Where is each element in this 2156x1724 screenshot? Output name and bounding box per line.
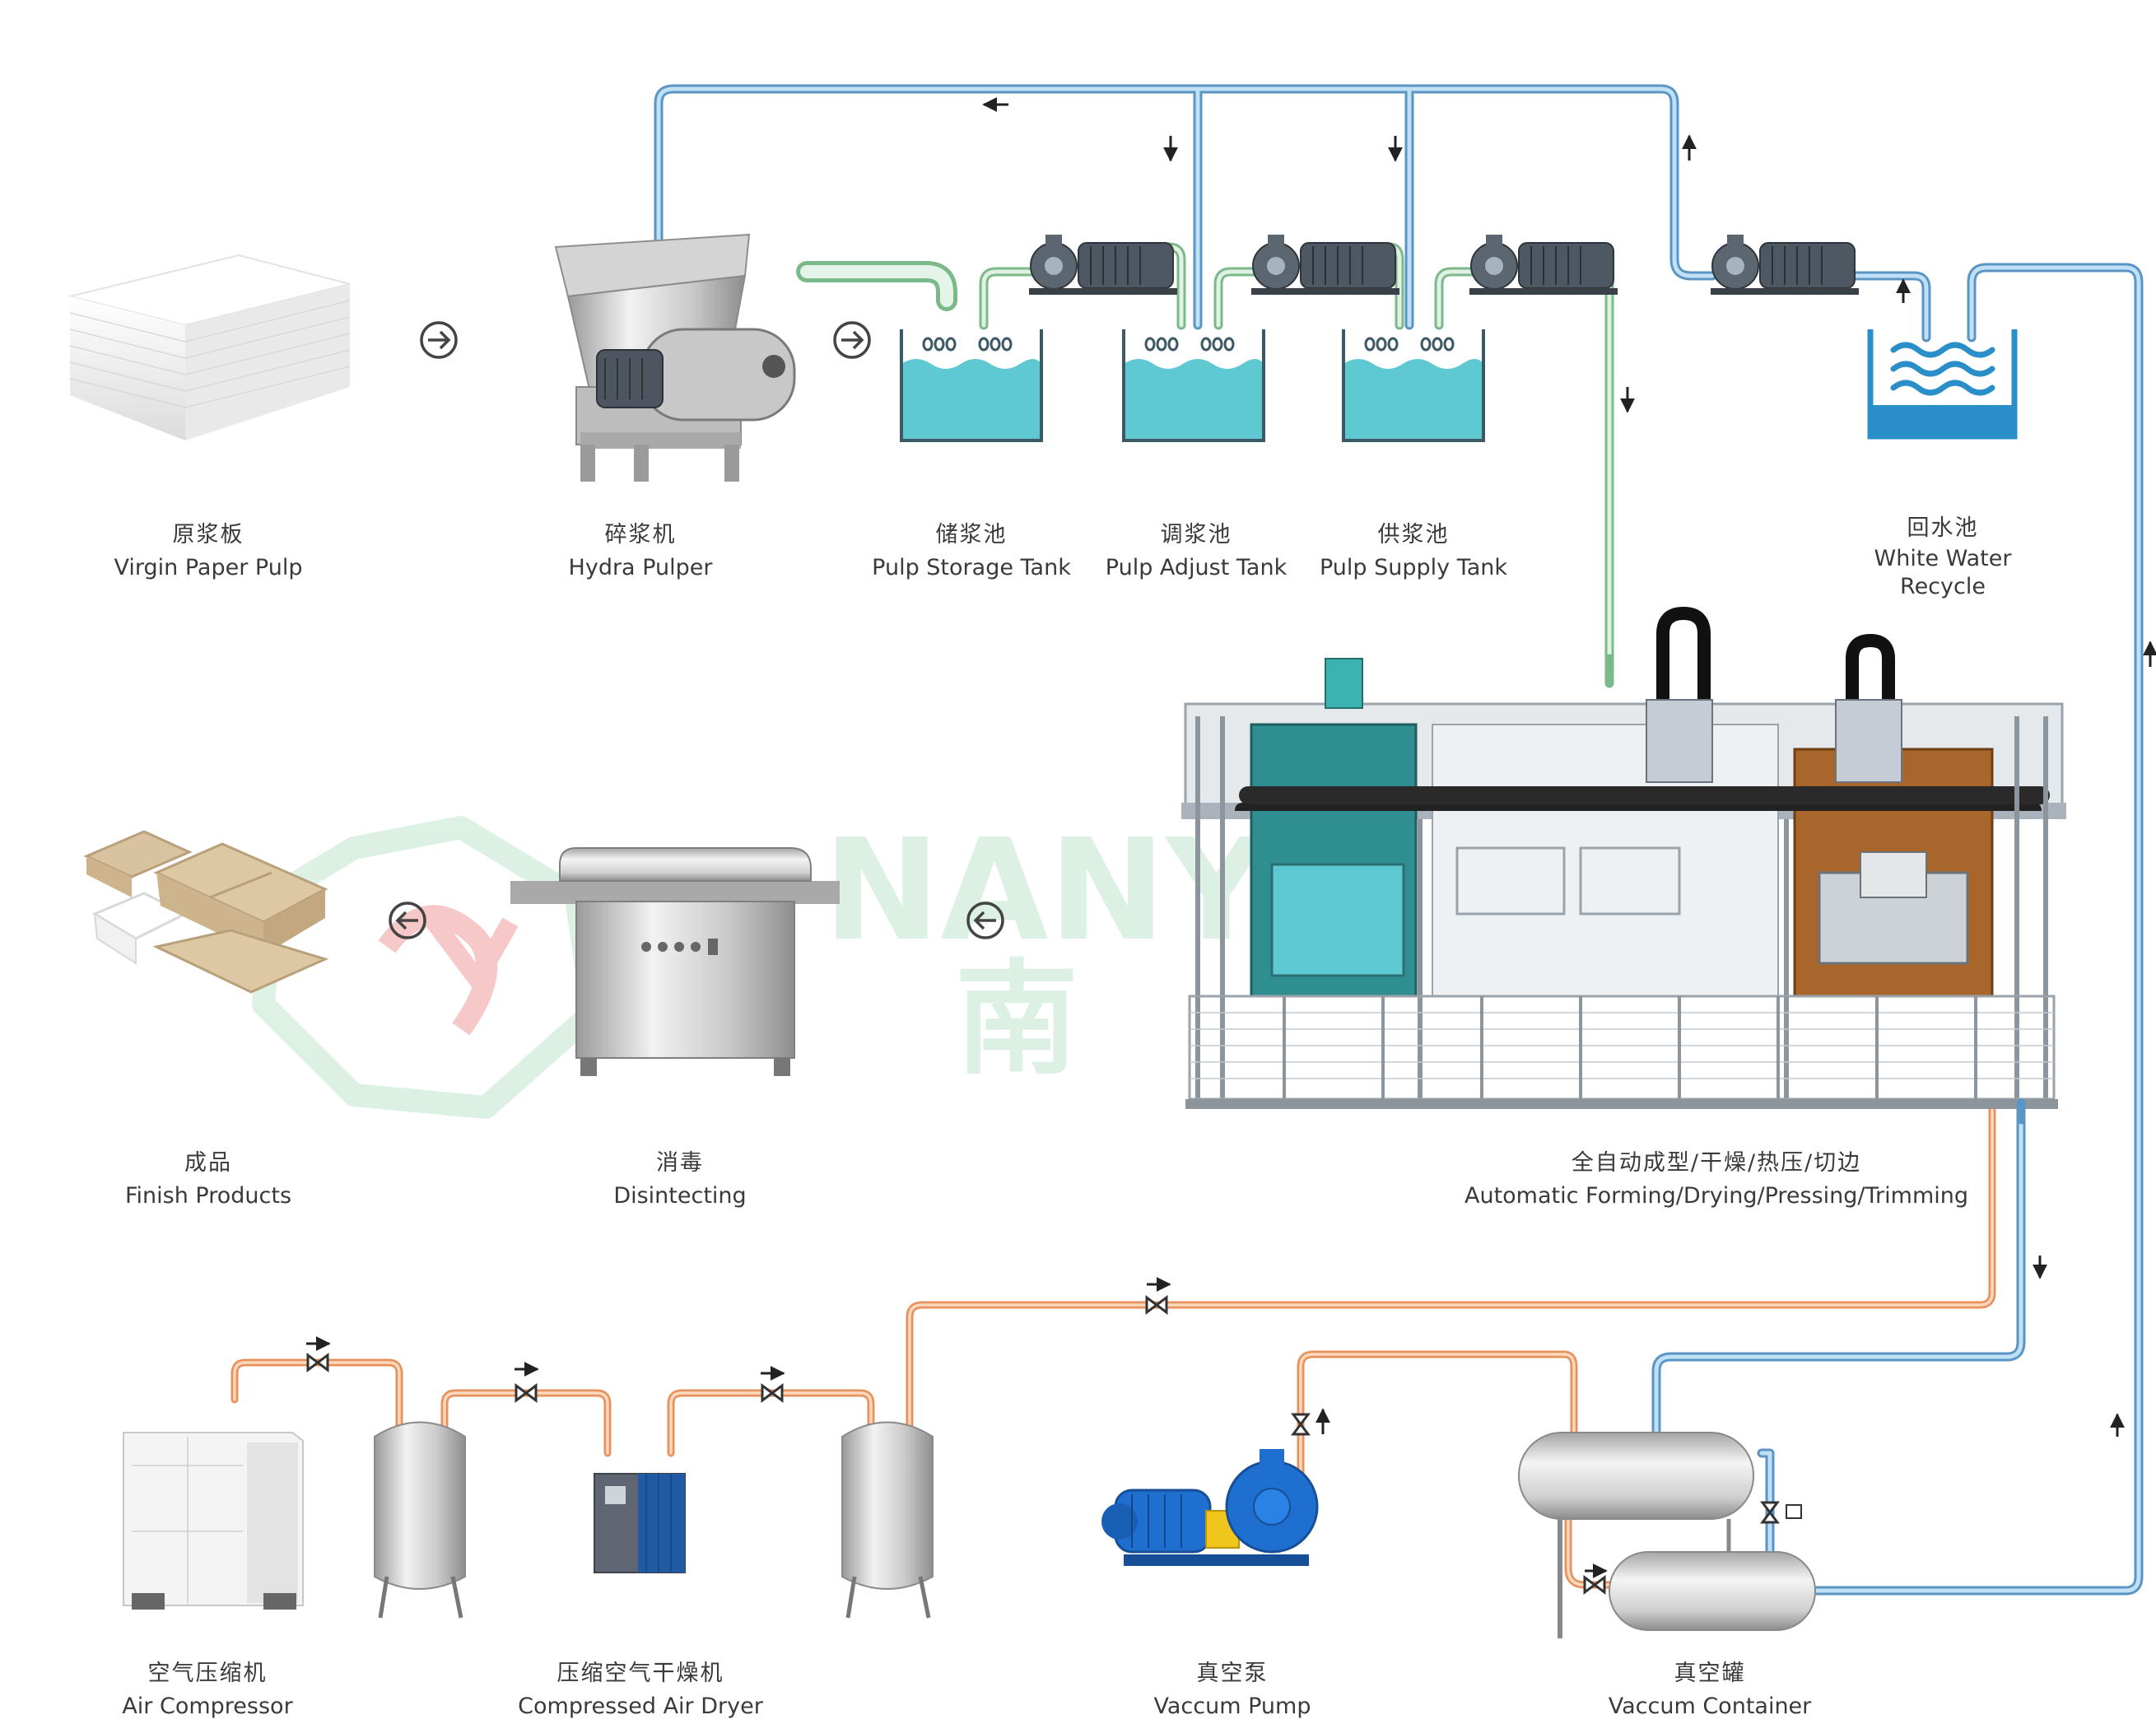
label-zh: 压缩空气干燥机 [556,1661,724,1686]
label-air-compressor: 空气压缩机 Air Compressor [122,1657,292,1723]
label-zh: 储浆池 [935,522,1008,547]
paper-stack-icon [69,254,351,440]
flow-arrows [306,97,2156,1578]
label-air-dryer: 压缩空气干燥机 Compressed Air Dryer [518,1657,763,1723]
label-zh: 消毒 [655,1150,704,1176]
pulp-pipes [796,242,1614,664]
valve-icon [1760,1501,1802,1524]
label-en: Finish Products [124,1183,292,1209]
air-dryer-icon [594,1473,686,1573]
air-compressor-icon [123,1432,304,1610]
pump-icon [1029,235,1177,295]
label-finish: 成品 Finish Products [125,1147,291,1213]
pulp-tanks [900,329,1485,442]
label-supply-tank: 供浆池 Pulp Supply Tank [1320,519,1507,585]
vacuum-tank-icon [1518,1432,1816,1638]
label-zh: 全自动成型/干燥/热压/切边 [1571,1150,1862,1176]
tank-icon [1342,329,1485,442]
label-adjust-tank: 调浆池 Pulp Adjust Tank [1106,519,1287,585]
label-vacuum-pump: 真空泵 Vaccum Pump [1154,1657,1311,1723]
tank-icon [1122,329,1265,442]
valve-icon [1291,1413,1311,1436]
pump-icon [1711,235,1859,295]
label-en-line1: White Water [1874,546,2012,571]
valve-icon [306,1353,329,1372]
logo-char: 南 [955,948,1078,1092]
valve-icon [761,1383,784,1403]
label-en: Hydra Pulper [568,555,713,580]
vacuum-pump-icon [1101,1449,1319,1566]
label-zh: 真空罐 [1674,1661,1746,1686]
circle-arrow-left-icon [389,902,426,939]
label-forming: 全自动成型/干燥/热压/切边 Automatic Forming/Drying/… [1464,1147,1968,1213]
pumps [1029,235,1859,295]
label-vacuum-container: 真空罐 Vaccum Container [1609,1657,1812,1723]
pump-icon [1469,235,1618,295]
label-en: Automatic Forming/Drying/Pressing/Trimmi… [1464,1183,1969,1209]
valve-icon [1145,1295,1168,1315]
water-recycle-icon [1867,329,2018,440]
label-en: Pulp Adjust Tank [1105,555,1288,580]
label-en: Compressed Air Dryer [518,1694,763,1719]
label-en-line2: Recycle [1900,574,1986,599]
circle-arrow-right-icon [420,321,458,359]
valve-icon [515,1383,538,1403]
label-zh: 成品 [184,1150,232,1176]
circle-arrow-left-icon [966,902,1004,939]
step-arrows [389,321,1004,939]
label-en: Disintecting [613,1183,747,1209]
label-en: Pulp Storage Tank [872,555,1071,580]
food-container-icon [83,830,329,994]
label-hydra-pulper: 碎浆机 Hydra Pulper [569,519,713,585]
tank-icon [900,329,1043,442]
circle-arrow-right-icon [833,321,871,359]
label-zh: 碎浆机 [604,522,677,547]
label-zh: 空气压缩机 [147,1661,268,1686]
label-zh: 真空泵 [1196,1661,1269,1686]
valve-icon [1583,1575,1606,1595]
water-pipes [654,84,2144,1596]
label-en: Air Compressor [122,1694,293,1719]
label-white-water: 回水池 White Water Recycle [1874,512,2012,601]
disinfecting-tunnel-icon [510,847,840,1076]
label-en: Vaccum Container [1608,1694,1812,1719]
air-tank-icon [374,1421,466,1619]
label-zh: 供浆池 [1377,522,1450,547]
label-disinfecting: 消毒 Disintecting [613,1147,746,1213]
air-tank-icon [841,1421,934,1619]
forming-machine-icon [1181,606,2066,1109]
label-zh: 原浆板 [172,522,244,547]
label-storage-tank: 储浆池 Pulp Storage Tank [872,519,1071,585]
valves [306,1295,1802,1595]
pulper-machine-icon [554,233,796,482]
label-zh: 回水池 [1907,515,1979,541]
label-en: Vaccum Pump [1153,1694,1311,1719]
label-zh: 调浆池 [1160,522,1232,547]
label-en: Pulp Supply Tank [1319,555,1508,580]
pump-icon [1251,235,1399,295]
label-virgin-pulp: 原浆板 Virgin Paper Pulp [114,519,303,585]
label-en: Virgin Paper Pulp [114,555,303,580]
